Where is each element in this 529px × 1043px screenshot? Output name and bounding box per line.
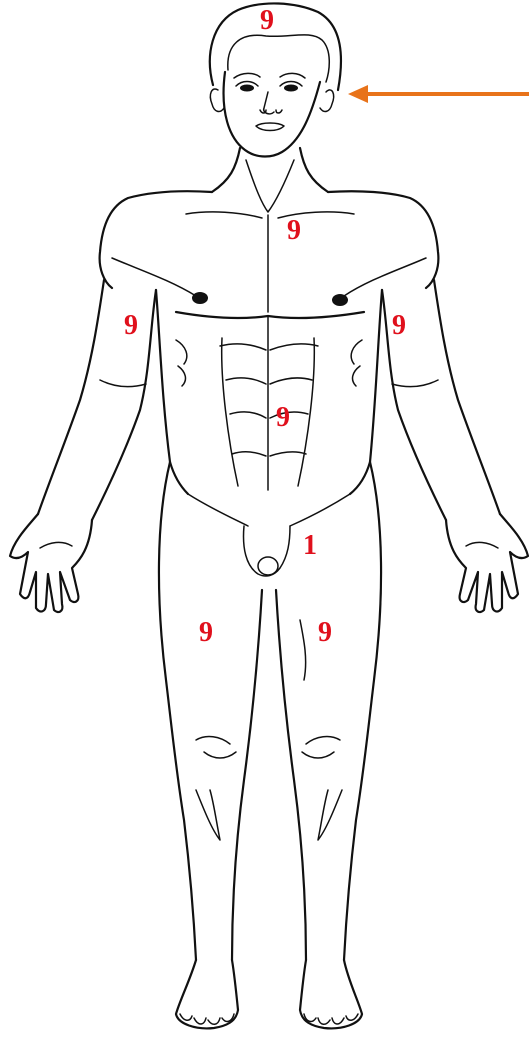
- left-leg-count-label: 9: [199, 619, 213, 647]
- groin-count-label: 1: [303, 532, 317, 560]
- abdomen-count-label: 9: [276, 404, 290, 432]
- left-upper-arm-count-label: 9: [124, 312, 138, 340]
- torso-figure: [100, 191, 439, 576]
- head-figure: [210, 3, 341, 212]
- chest-count-label: 9: [287, 217, 301, 245]
- legs-figure: [159, 462, 381, 1028]
- head-count-label: 9: [260, 7, 274, 35]
- pointer-arrow: [348, 85, 529, 103]
- arms-figure: [10, 280, 528, 612]
- right-leg-count-label: 9: [318, 619, 332, 647]
- right-upper-arm-count-label: 9: [392, 312, 406, 340]
